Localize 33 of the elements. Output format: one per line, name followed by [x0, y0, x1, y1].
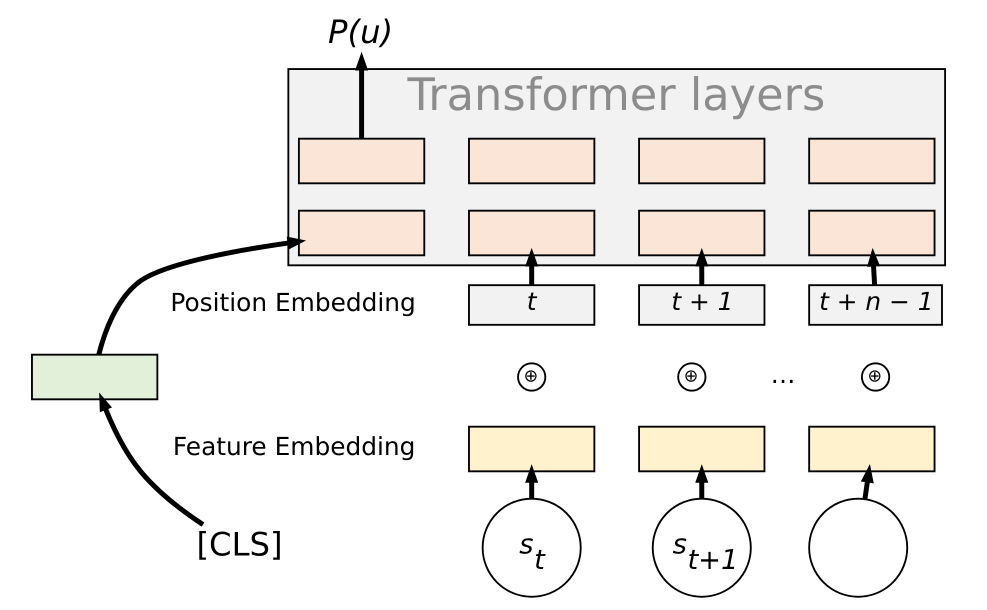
node-box — [808, 138, 936, 184]
node-text: [CLS] — [196, 526, 283, 564]
node-box: t — [468, 284, 596, 326]
arrow — [860, 464, 874, 500]
node-box: t + 1 — [638, 284, 766, 326]
node-box — [298, 138, 426, 184]
node-circle: ⊕ — [517, 362, 546, 392]
node-box — [468, 426, 596, 472]
label: … — [770, 360, 796, 390]
node-circle: ⊕ — [677, 362, 706, 392]
label: Feature Embedding — [172, 432, 416, 462]
arrow — [695, 464, 708, 498]
node-box — [638, 210, 766, 256]
node-text: P(u) — [328, 12, 394, 51]
node-box — [468, 210, 596, 256]
node-box — [808, 210, 936, 256]
node-circle — [808, 498, 908, 598]
arrow — [695, 248, 708, 286]
arrow — [525, 248, 538, 286]
node-box: t + n − 1 — [808, 284, 943, 326]
arrow — [525, 464, 538, 498]
node-box — [468, 138, 596, 184]
arrow — [96, 236, 306, 356]
node-box — [298, 210, 426, 256]
arrow — [867, 248, 880, 286]
node-circle: ⊕ — [861, 362, 890, 392]
node-box — [638, 138, 766, 184]
arrow — [99, 392, 204, 527]
label: Position Embedding — [170, 288, 416, 318]
node-box — [31, 354, 158, 400]
node-box — [638, 426, 766, 472]
node-box — [808, 426, 936, 472]
arrow — [355, 52, 368, 138]
